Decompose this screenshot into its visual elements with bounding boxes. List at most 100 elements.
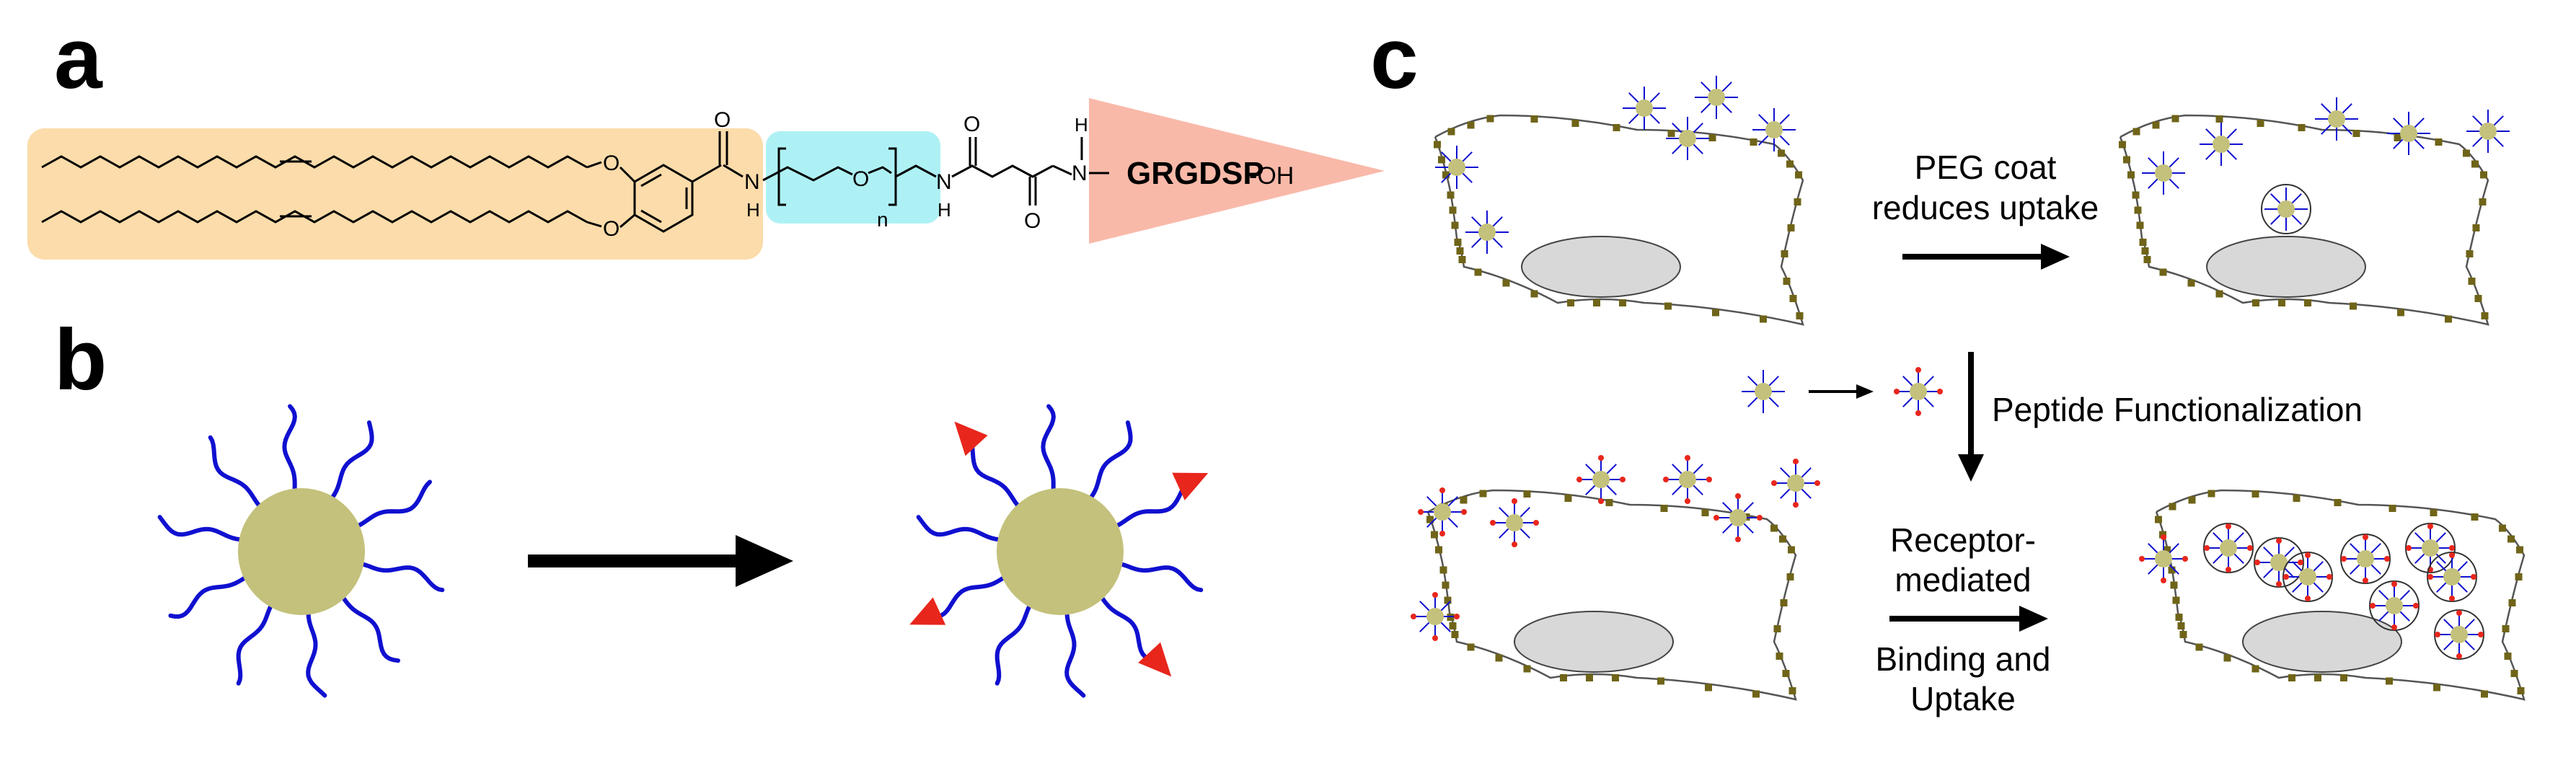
receptor bbox=[2251, 490, 2259, 498]
panel-b-letter: b bbox=[54, 311, 107, 408]
nanoparticle-core bbox=[2451, 626, 2468, 643]
cell-peg-right bbox=[2119, 97, 2510, 326]
receptor bbox=[1773, 625, 1781, 632]
nanoparticle-core bbox=[997, 488, 1124, 615]
peptide-marker bbox=[2363, 578, 2368, 583]
receptor bbox=[1660, 505, 1668, 512]
receptor bbox=[1523, 490, 1531, 498]
receptor bbox=[2207, 490, 2215, 498]
receptor bbox=[2502, 625, 2510, 632]
receptor bbox=[2171, 115, 2179, 123]
peptide-marker bbox=[1685, 455, 1690, 461]
receptor bbox=[2334, 499, 2342, 506]
peg-coat-label-1: PEG coat bbox=[1915, 149, 2057, 186]
receptor bbox=[1778, 149, 1785, 157]
receptor bbox=[2430, 509, 2438, 516]
peptide-marker bbox=[2363, 534, 2368, 540]
peptide-marker bbox=[1598, 498, 1604, 504]
receptor bbox=[2257, 120, 2264, 127]
receptor bbox=[2480, 171, 2487, 179]
peg-chain bbox=[328, 420, 374, 503]
receptor bbox=[2251, 665, 2259, 673]
receptor bbox=[1523, 665, 1531, 673]
receptor bbox=[2139, 239, 2147, 246]
peptide-marker bbox=[1735, 536, 1741, 542]
receptor bbox=[2515, 573, 2523, 580]
receptor bbox=[2445, 315, 2452, 323]
cell-nucleus bbox=[1521, 236, 1681, 298]
receptor bbox=[1502, 279, 1510, 287]
receptor bbox=[1571, 120, 1579, 127]
receptor bbox=[2188, 496, 2196, 504]
receptor bbox=[2298, 124, 2306, 131]
receptor bbox=[2510, 670, 2518, 677]
nanoparticle-core bbox=[2277, 200, 2295, 218]
receptor bbox=[2123, 156, 2130, 164]
receptor bbox=[2169, 503, 2176, 511]
peptide-marker bbox=[2370, 603, 2376, 609]
peptide-triangle bbox=[1089, 98, 1385, 244]
receptor bbox=[1788, 687, 1796, 694]
receptor bbox=[2143, 256, 2151, 263]
peptide-marker bbox=[954, 421, 988, 456]
peg-repeat-subscript: n bbox=[877, 208, 888, 231]
binding-label-2: Uptake bbox=[1910, 680, 2016, 717]
receptor bbox=[2304, 299, 2311, 306]
peptide-marker bbox=[2341, 556, 2347, 562]
nanoparticle-core bbox=[1478, 224, 1496, 241]
peptide-marker bbox=[2139, 556, 2145, 562]
peg-chain bbox=[927, 574, 1009, 619]
peptide-marker bbox=[2283, 574, 2289, 580]
receptor bbox=[2471, 513, 2479, 521]
peg-oxygen: O bbox=[852, 167, 869, 191]
receptor bbox=[1458, 256, 1466, 263]
receptor bbox=[1467, 643, 1475, 651]
binding-label-1: Binding and bbox=[1876, 640, 2051, 678]
receptor bbox=[1593, 299, 1600, 306]
receptor bbox=[1442, 171, 1450, 179]
peptide-marker bbox=[2326, 574, 2332, 580]
nanoparticle-core bbox=[2220, 539, 2237, 557]
functionalization-arrowhead bbox=[736, 535, 793, 587]
amide-hydrogen-2: H bbox=[938, 199, 951, 221]
peg-backbone bbox=[762, 166, 853, 182]
receptor bbox=[1657, 677, 1664, 685]
nanoparticle-core bbox=[1910, 383, 1927, 400]
receptor bbox=[2314, 674, 2321, 681]
nanoparticle-core bbox=[2386, 597, 2403, 614]
receptor bbox=[1664, 302, 1672, 310]
receptor bbox=[1442, 581, 1450, 589]
nanoparticle-core bbox=[1434, 503, 1451, 521]
peptide-marker bbox=[1512, 542, 1517, 547]
receptor bbox=[1454, 239, 1462, 246]
panel-a-letter: a bbox=[54, 10, 103, 107]
peptide-marker bbox=[909, 597, 946, 625]
peptide-marker bbox=[2305, 552, 2311, 558]
peptide-marker bbox=[2471, 574, 2476, 580]
receptor bbox=[2466, 250, 2474, 257]
cell-nucleus bbox=[1514, 611, 1674, 673]
receptor bbox=[1794, 198, 1801, 206]
receptor bbox=[2163, 546, 2171, 554]
peptide-marker bbox=[2478, 632, 2484, 637]
nanoparticle-core bbox=[1426, 608, 1444, 625]
receptor bbox=[2288, 674, 2295, 681]
peptide-marker bbox=[1432, 592, 1438, 598]
receptor bbox=[2468, 278, 2476, 285]
peptide-marker bbox=[1713, 515, 1719, 521]
receptor bbox=[1780, 599, 1788, 606]
peg-chain bbox=[339, 593, 400, 663]
cell-peptide-right bbox=[2139, 489, 2526, 701]
receptor bbox=[1456, 247, 1464, 255]
peg-chain bbox=[1098, 593, 1159, 663]
panel-c: c PEG coat reduces uptake Peptide Functi… bbox=[1370, 10, 2526, 717]
peptide-marker bbox=[1814, 480, 1820, 486]
nanoparticle-core bbox=[2155, 164, 2172, 182]
receptor bbox=[2350, 302, 2357, 310]
nanoparticle-core bbox=[1729, 509, 1747, 526]
nanoparticle-core bbox=[2270, 554, 2288, 571]
receptor bbox=[1567, 299, 1574, 306]
nanoparticle-core bbox=[2443, 568, 2461, 586]
receptor bbox=[2517, 687, 2525, 694]
